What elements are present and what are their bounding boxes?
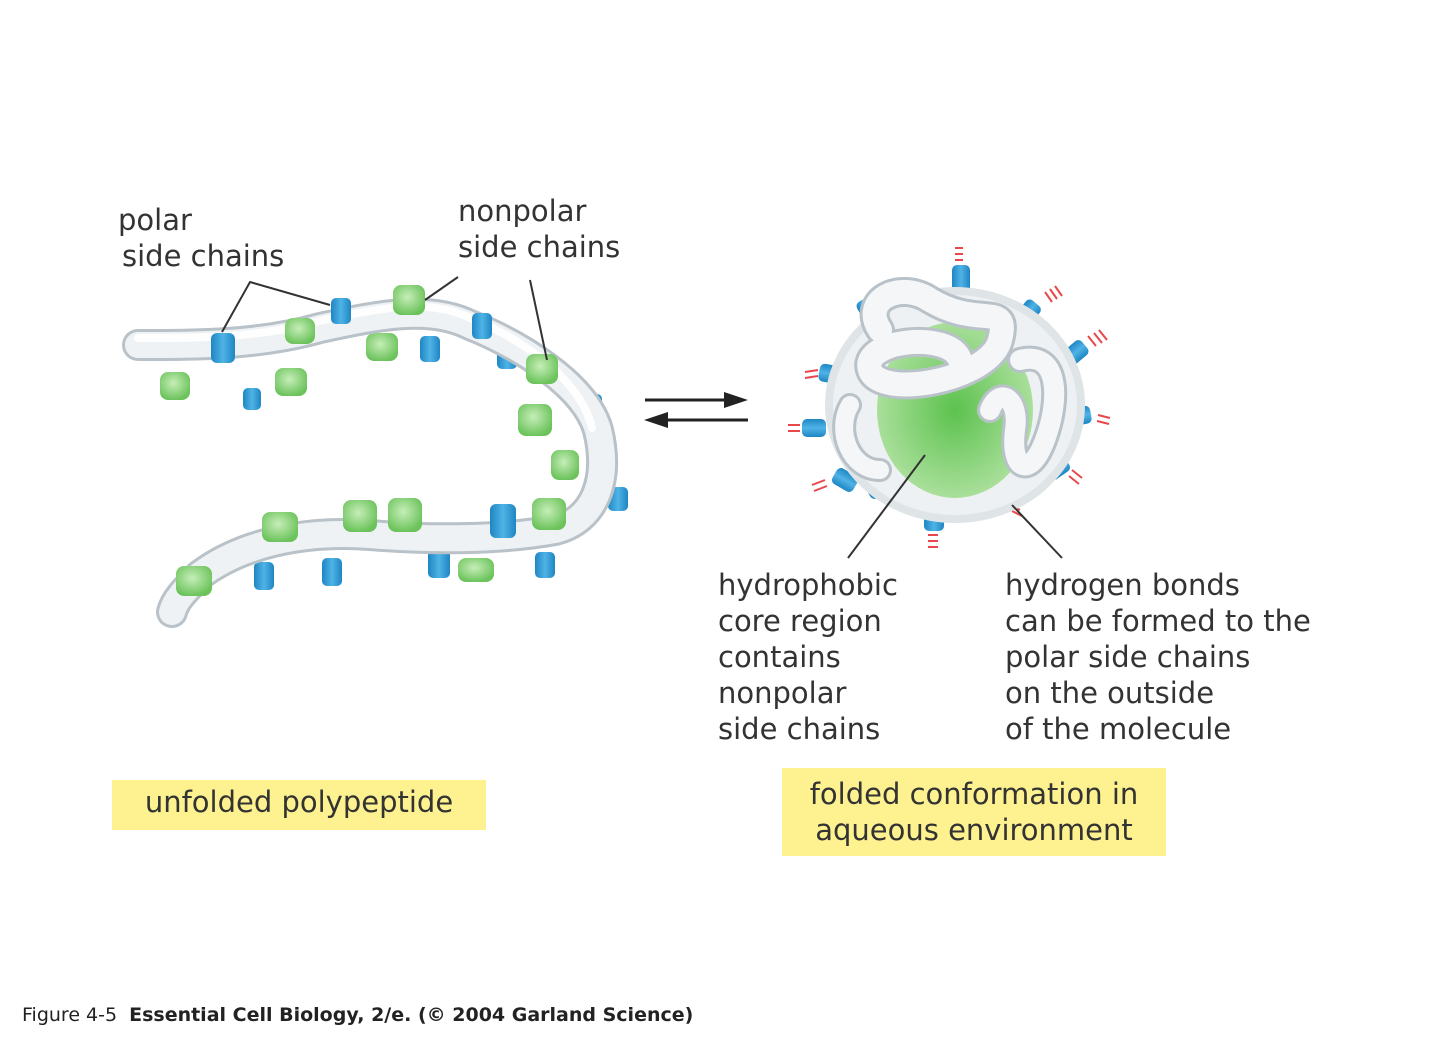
label-hydrogen-bonds: hydrogen bonds can be formed to the pola… [1005,568,1311,746]
side-chains-front [176,285,579,596]
figure-source: Essential Cell Biology, 2/e. (© 2004 Gar… [129,1004,694,1026]
equilibrium-arrows [644,392,748,428]
state-label-folded: folded conformation in aqueous environme… [782,768,1166,856]
folded-leader-lines [847,454,1063,559]
folded-protein [788,247,1111,548]
state-label-unfolded: unfolded polypeptide [112,780,486,830]
figure-number: Figure 4-5 [22,1004,118,1026]
label-polar-side-chains: polar side chains [118,203,285,273]
figure-caption: Figure 4-5 Essential Cell Biology, 2/e. (… [22,1004,693,1026]
unfolded-polypeptide [122,285,628,628]
unfolded-leader-lines [221,276,548,361]
label-hydrophobic-core: hydrophobic core region contains nonpola… [718,568,898,746]
label-nonpolar-side-chains: nonpolar side chains [458,194,621,264]
